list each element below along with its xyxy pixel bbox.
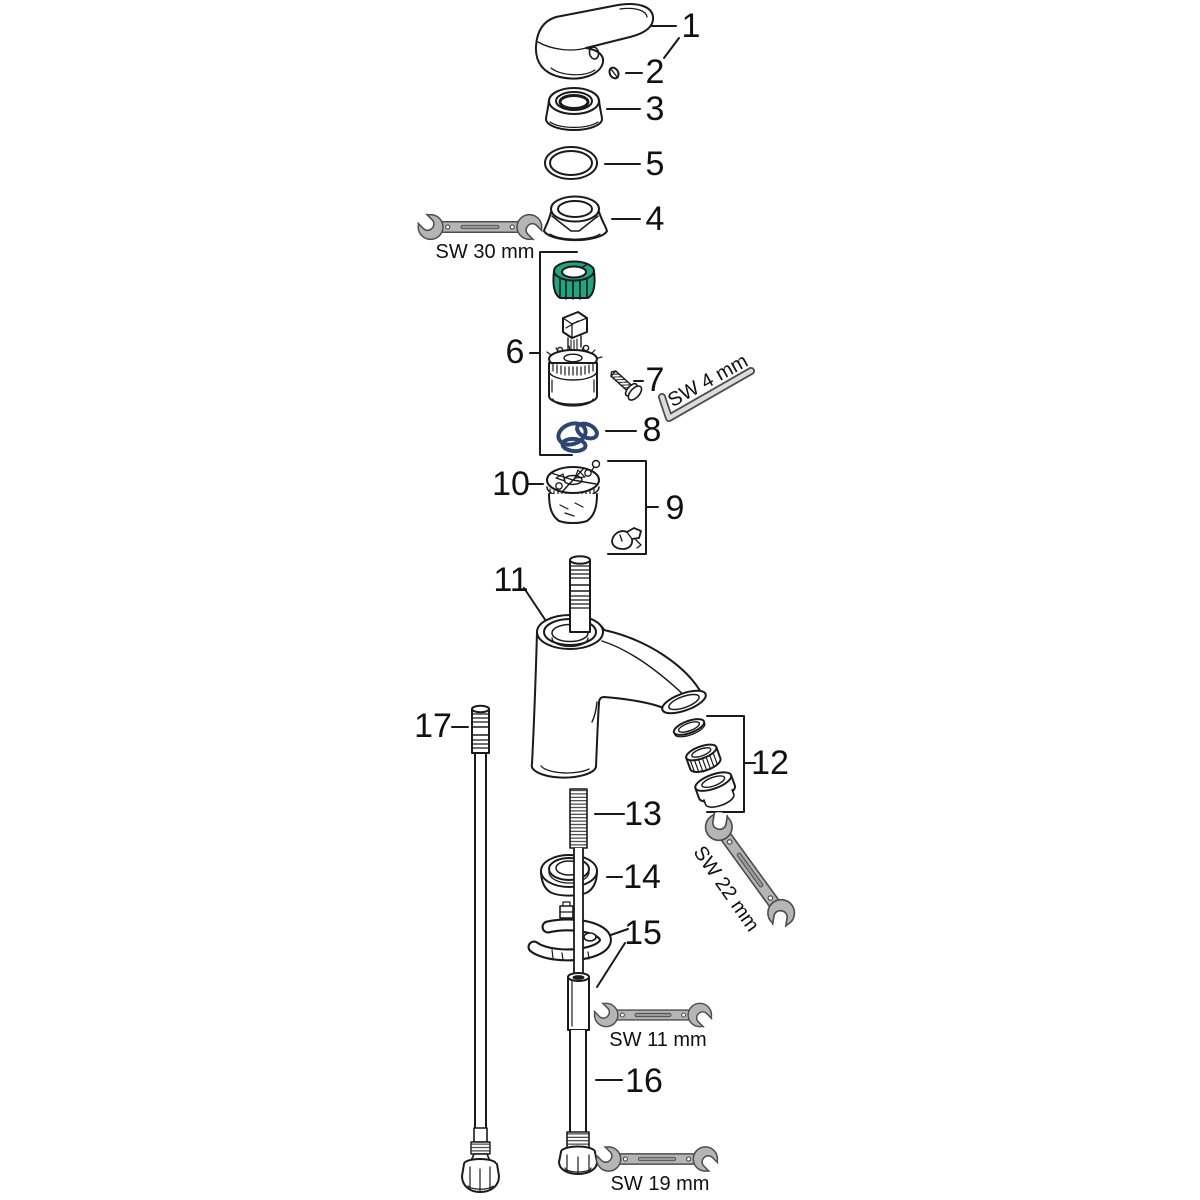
callout-12: 12 <box>751 744 789 782</box>
part-6-cartridge <box>546 311 603 407</box>
part-1-handle <box>534 3 655 80</box>
callout-3: 3 <box>645 90 665 128</box>
callout-10: 10 <box>492 465 530 503</box>
callout-16: 16 <box>625 1062 663 1100</box>
part-6-adapter-ring <box>552 260 596 300</box>
callout-5: 5 <box>645 145 665 183</box>
tool-label-sw30: SW 30 mm <box>435 241 535 263</box>
part-17-supply-hose <box>461 704 500 1193</box>
part-3-trim-ring <box>545 87 603 131</box>
part-15-mounting-clamp <box>527 918 612 962</box>
callout-17: 17 <box>414 707 452 745</box>
callout-1: 1 <box>681 7 701 45</box>
tool-label-sw11: SW 11 mm <box>609 1029 707 1051</box>
part-12-aerator-set <box>672 718 737 808</box>
callout-7: 7 <box>645 361 665 399</box>
tool-label-sw19: SW 19 mm <box>610 1173 710 1195</box>
leader-lines <box>451 25 756 1081</box>
part-5-o-ring <box>544 146 598 180</box>
callout-6: 6 <box>505 333 525 371</box>
callout-13: 13 <box>624 795 662 833</box>
callout-8: 8 <box>642 411 662 449</box>
callout-11: 11 <box>493 561 529 599</box>
part-9-clip <box>611 527 642 550</box>
part-7-screw <box>610 370 643 401</box>
part-13-connection-hose <box>569 788 588 849</box>
faucet-body <box>530 614 707 779</box>
part-4-cap-nut <box>543 195 608 242</box>
part-10-valve-insert <box>546 459 601 525</box>
tool-allen-key-sw4 <box>658 367 755 422</box>
part-15-sleeve <box>567 972 590 1031</box>
mounting-stud <box>559 901 574 919</box>
threaded-rod <box>573 847 584 978</box>
part-8-seal-set <box>556 421 599 454</box>
callout-9: 9 <box>665 489 685 527</box>
callout-4: 4 <box>645 200 665 238</box>
part-11-connection-stem <box>551 555 591 648</box>
callout-2: 2 <box>645 53 665 91</box>
part-16-supply-hose <box>558 1029 598 1175</box>
callout-14: 14 <box>623 858 661 896</box>
part-14-base-ring <box>540 854 598 897</box>
callout-15: 15 <box>624 914 662 952</box>
part-2-grub-screw <box>608 66 620 80</box>
